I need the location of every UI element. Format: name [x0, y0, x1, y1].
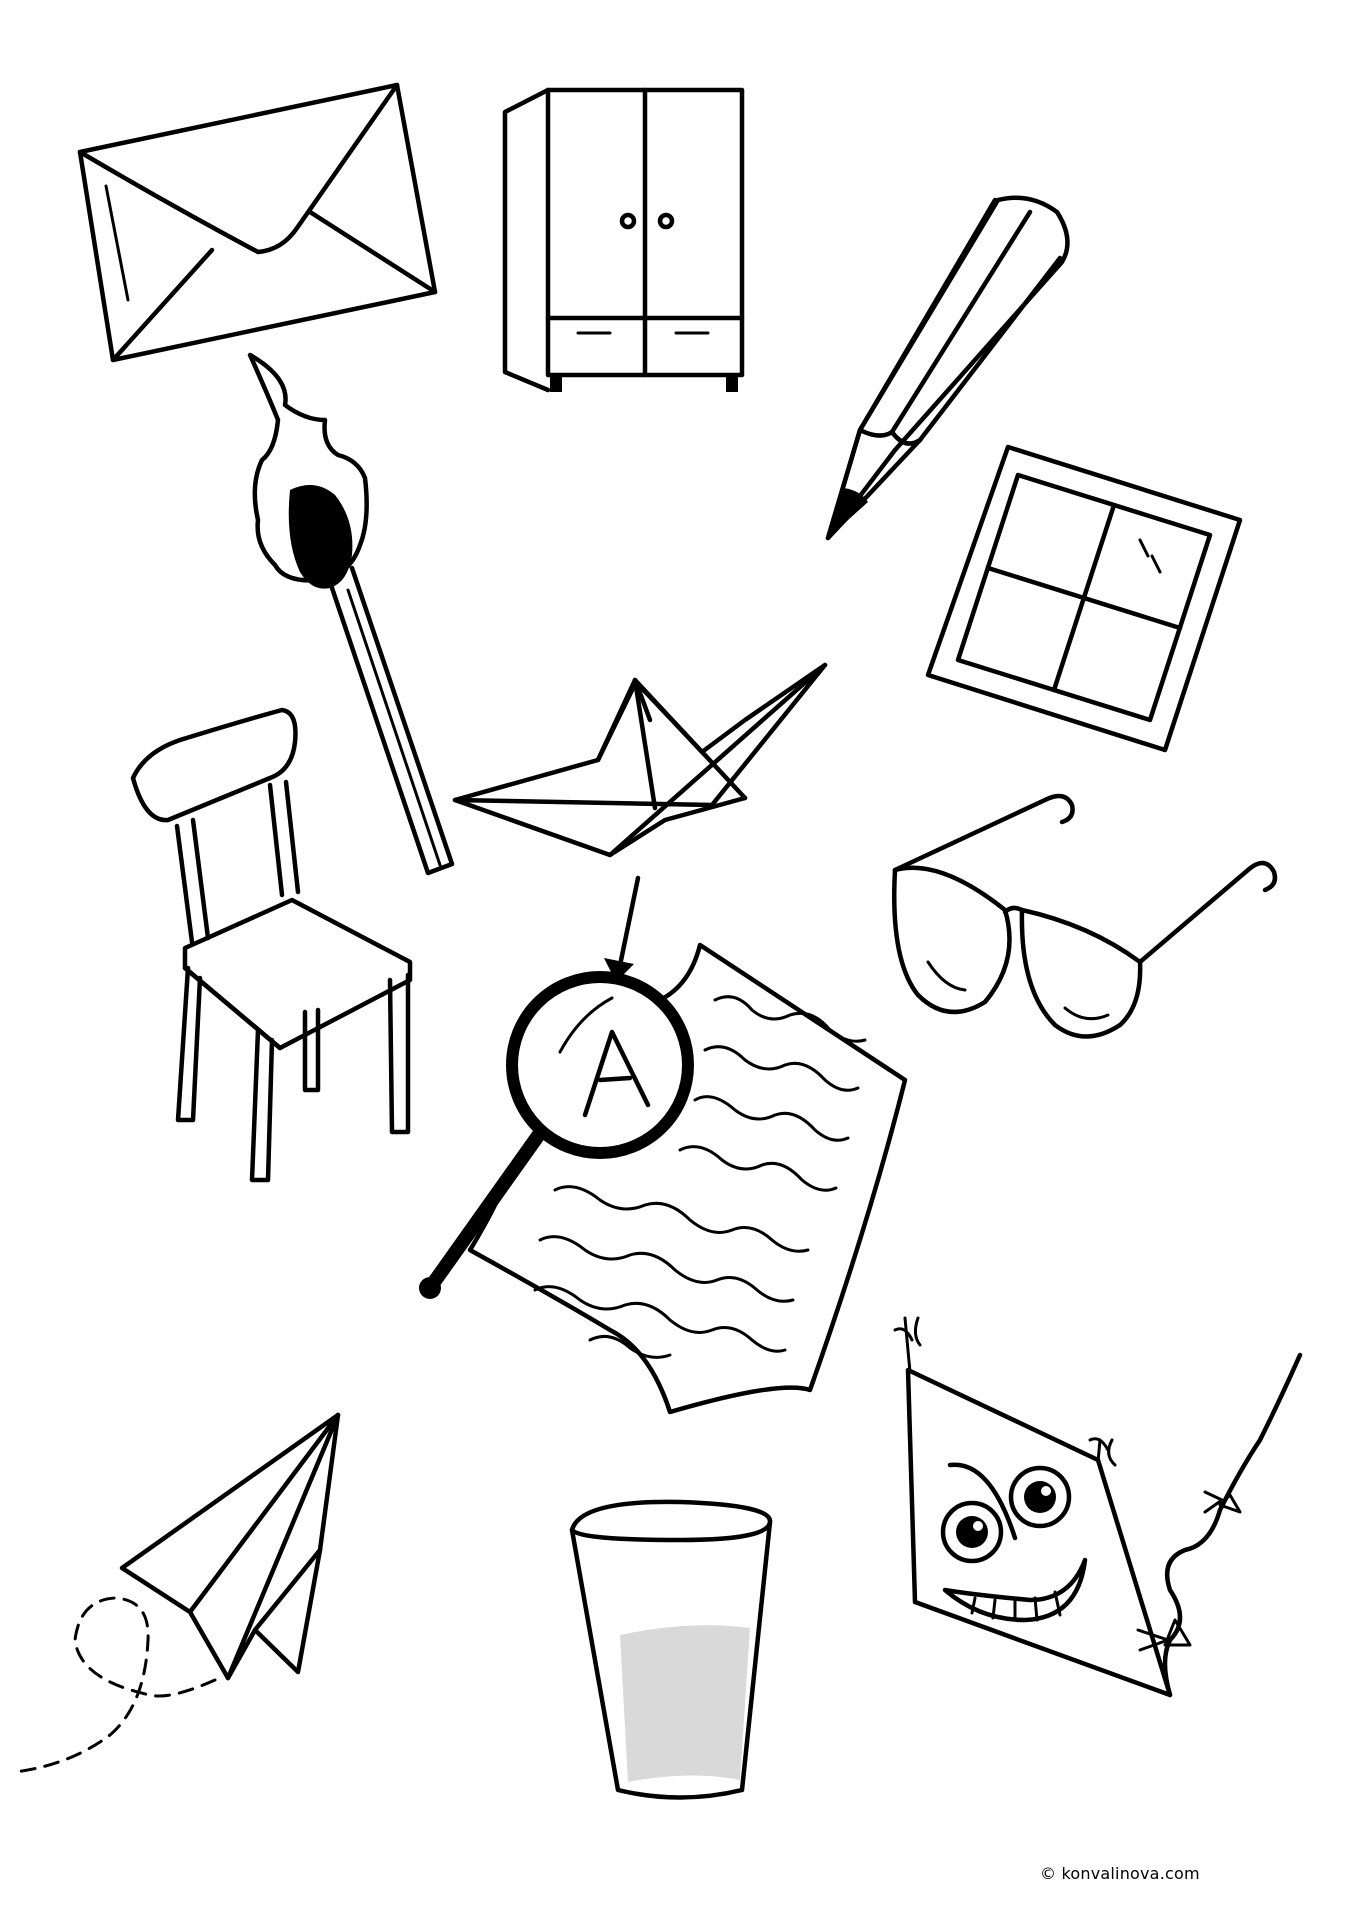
- dashed-trail-drawing: [13, 1596, 217, 1774]
- water-glass-drawing: [569, 1499, 773, 1800]
- envelope-drawing: [77, 82, 438, 363]
- pencil-drawing: [825, 195, 1070, 541]
- arrow-drawing: [604, 875, 641, 982]
- document-drawing: [467, 942, 908, 1415]
- kite-drawing: [893, 1316, 1303, 1698]
- window-drawing: [925, 444, 1243, 753]
- burning-match-drawing: [247, 352, 455, 876]
- chair-drawing: [130, 707, 413, 1183]
- credit-text: © konvalinova.com: [1040, 1864, 1200, 1883]
- credit-site-name: konvalinova.com: [1061, 1864, 1200, 1883]
- glasses-drawing: [892, 793, 1278, 1039]
- magnifying-glass-drawing: A: [419, 971, 694, 1299]
- paper-airplane-drawing: [119, 1412, 341, 1681]
- paper-boat-drawing: [452, 662, 828, 858]
- wardrobe-drawing: [502, 87, 745, 393]
- copyright-symbol: ©: [1040, 1864, 1057, 1883]
